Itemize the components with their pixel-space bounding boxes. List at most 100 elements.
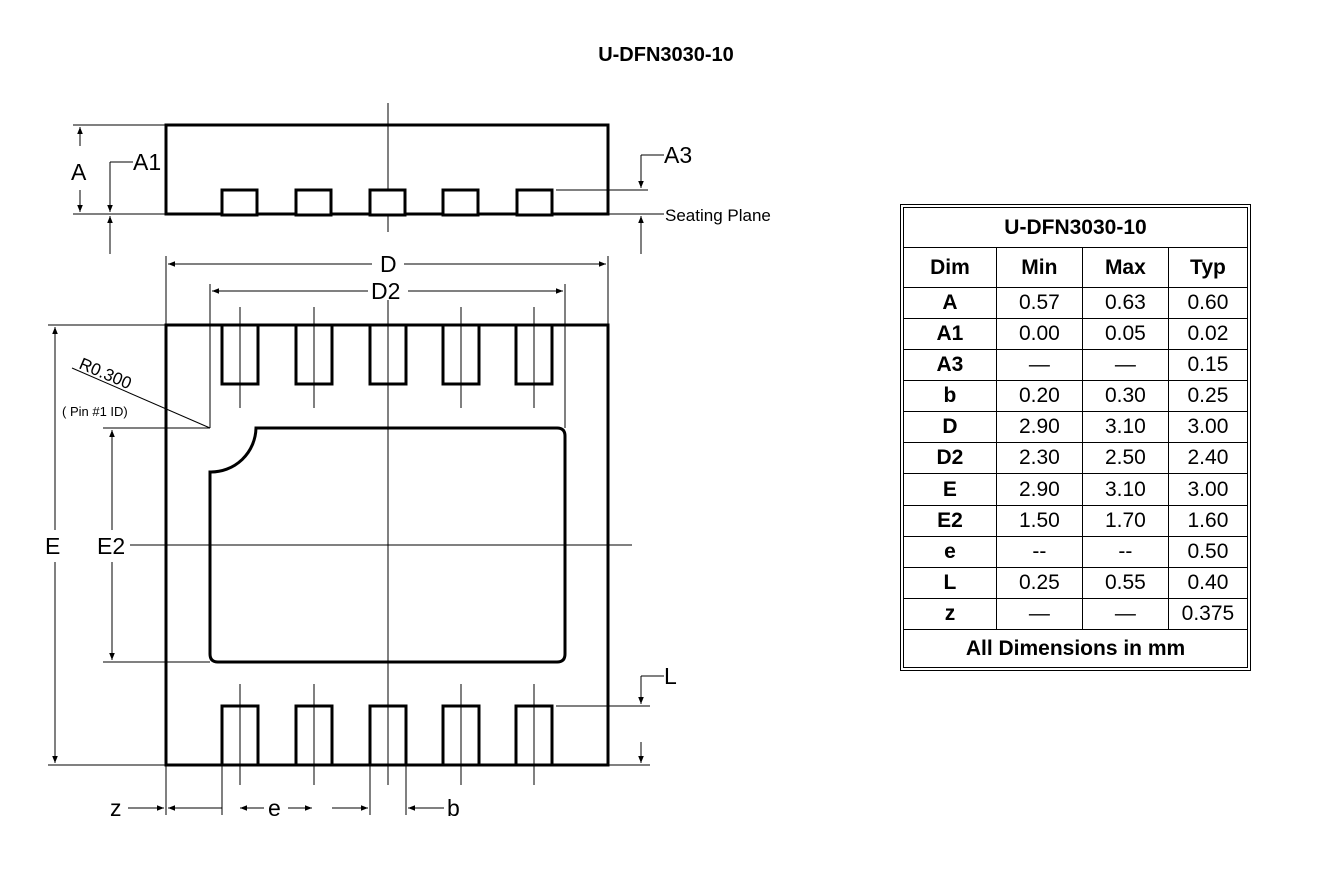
dim-b <box>332 765 444 815</box>
cell-min: -- <box>995 535 1083 568</box>
exposed-pad <box>208 426 567 664</box>
table-row: A3——0.15 <box>903 349 1249 382</box>
cell-typ: 1.60 <box>1167 504 1249 537</box>
label-D: D <box>380 251 397 277</box>
cell-typ: 2.40 <box>1167 442 1249 475</box>
side-terminal <box>515 188 554 217</box>
side-terminal <box>368 188 407 217</box>
table-title: U-DFN3030-10 <box>903 207 1248 248</box>
cell-typ: 0.02 <box>1167 318 1249 351</box>
label-L: L <box>664 663 677 689</box>
label-seating-plane: Seating Plane <box>665 206 771 225</box>
dim-E <box>48 324 166 766</box>
header-typ: Typ <box>1167 247 1249 288</box>
cell-max: -- <box>1081 535 1169 568</box>
cell-max: — <box>1081 597 1169 631</box>
cell-max: 3.10 <box>1081 473 1169 506</box>
drawing-title: U-DFN3030-10 <box>598 44 734 66</box>
label-E2: E2 <box>97 533 125 559</box>
cell-dim: A1 <box>903 318 997 351</box>
dim-A3 <box>556 154 664 254</box>
label-E: E <box>45 533 60 559</box>
cell-max: — <box>1081 349 1169 382</box>
dim-E2 <box>103 427 210 663</box>
side-view <box>73 103 664 254</box>
label-e: e <box>268 795 281 821</box>
cell-dim: E2 <box>903 504 997 537</box>
cell-min: 2.90 <box>995 473 1083 506</box>
cell-dim: z <box>903 597 997 631</box>
table-row: z——0.375 <box>903 597 1249 631</box>
radius-leader <box>71 367 211 429</box>
cell-dim: e <box>903 535 997 568</box>
cell-max: 0.55 <box>1081 566 1169 599</box>
cell-dim: b <box>903 380 997 413</box>
cell-typ: 3.00 <box>1167 411 1249 444</box>
cell-typ: 0.40 <box>1167 566 1249 599</box>
terminal <box>368 323 408 386</box>
label-D2: D2 <box>371 278 400 304</box>
side-terminal <box>441 188 480 217</box>
side-terminals <box>220 188 554 217</box>
label-A: A <box>71 159 87 185</box>
label-radius: R0.300 <box>76 354 134 393</box>
package-drawing: A A1 A3 Seating Plane <box>45 103 771 821</box>
cell-typ: 0.25 <box>1167 380 1249 413</box>
cell-typ: 3.00 <box>1167 473 1249 506</box>
dim-L <box>556 675 664 766</box>
side-terminal <box>220 188 259 217</box>
label-b: b <box>447 795 460 821</box>
dim-D <box>165 256 609 325</box>
cell-dim: A <box>903 286 997 320</box>
cell-dim: D <box>903 411 997 444</box>
dim-z <box>128 765 223 815</box>
top-terminal-centerlines <box>239 307 535 408</box>
bottom-terminal-centerlines <box>239 684 535 785</box>
label-A1: A1 <box>133 149 161 175</box>
cell-dim: L <box>903 566 997 599</box>
table-row: e----0.50 <box>903 535 1249 568</box>
cell-typ: 0.375 <box>1167 597 1249 631</box>
header-min: Min <box>995 247 1083 288</box>
cell-min: 2.30 <box>995 442 1083 475</box>
cell-dim: A3 <box>903 349 997 382</box>
cell-min: 0.25 <box>995 566 1083 599</box>
cell-typ: 0.50 <box>1167 535 1249 568</box>
cell-min: 0.20 <box>995 380 1083 413</box>
cell-typ: 0.60 <box>1167 286 1249 320</box>
cell-min: 0.57 <box>995 286 1083 320</box>
cell-max: 2.50 <box>1081 442 1169 475</box>
side-terminal <box>294 188 333 217</box>
cell-max: 1.70 <box>1081 504 1169 537</box>
cell-min: — <box>995 349 1083 382</box>
label-A3: A3 <box>664 142 692 168</box>
table-footer: All Dimensions in mm <box>903 629 1248 668</box>
cell-max: 0.05 <box>1081 318 1169 351</box>
top-terminals <box>220 323 554 386</box>
cell-min: 1.50 <box>995 504 1083 537</box>
bottom-view <box>48 256 664 815</box>
cell-min: 2.90 <box>995 411 1083 444</box>
header-dim: Dim <box>903 247 997 288</box>
label-z: z <box>110 795 122 821</box>
cell-dim: D2 <box>903 442 997 475</box>
cell-max: 0.30 <box>1081 380 1169 413</box>
label-pin-id: ( Pin #1 ID) <box>62 404 128 419</box>
cell-max: 0.63 <box>1081 286 1169 320</box>
cell-typ: 0.15 <box>1167 349 1249 382</box>
header-max: Max <box>1081 247 1169 288</box>
dim-D2 <box>209 284 566 428</box>
bottom-terminals <box>220 704 554 767</box>
terminal <box>368 704 408 767</box>
cell-dim: E <box>903 473 997 506</box>
cell-min: — <box>995 597 1083 631</box>
dim-A1 <box>104 161 166 254</box>
